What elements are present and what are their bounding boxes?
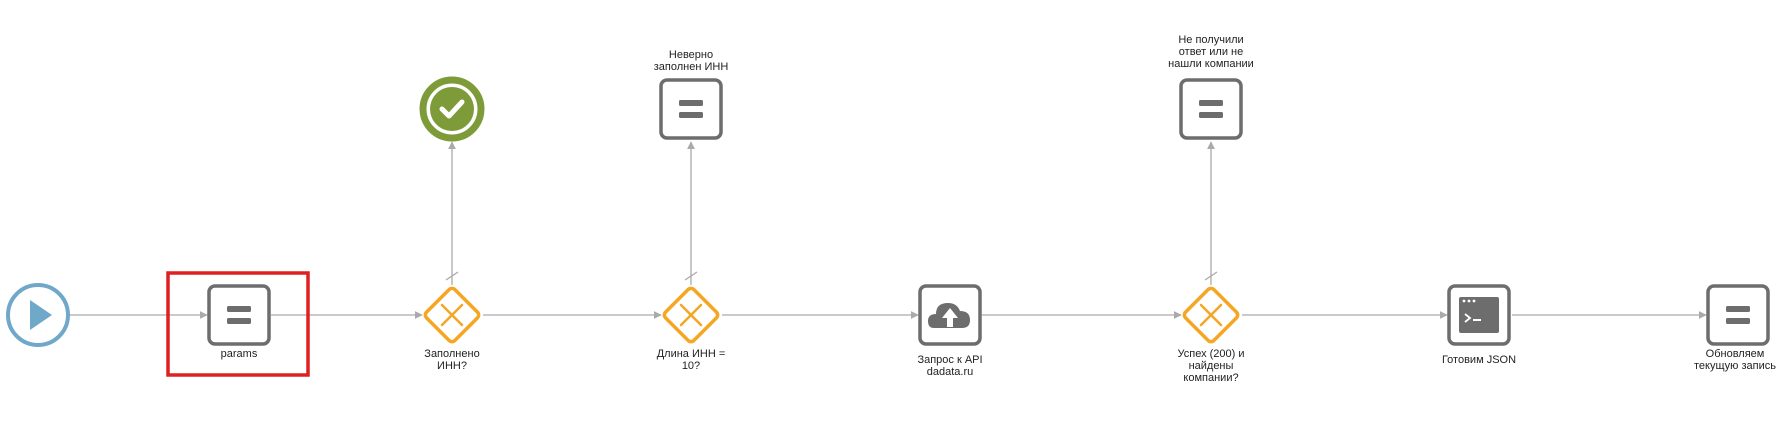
label-line: Длина ИНН =: [656, 348, 726, 360]
label-line: Успех (200) и: [1177, 348, 1245, 360]
label-line: ответ или не: [1178, 46, 1244, 58]
task-error-inn[interactable]: [659, 78, 723, 140]
label-gw-inn-filled: Заполнено ИНН?: [392, 348, 512, 372]
label-line: params: [220, 348, 258, 360]
start-event[interactable]: [6, 283, 70, 347]
gateway-x-icon: [679, 303, 703, 327]
connectors: [70, 141, 1707, 319]
gateway-success-found[interactable]: [1182, 286, 1240, 344]
label-line: нашли компании: [1168, 58, 1254, 70]
check-icon: [439, 99, 465, 119]
label-update-record: Обновляем текущую запись: [1678, 348, 1792, 372]
default-flow-mark: [684, 271, 698, 281]
label-line: Готовим JSON: [1441, 354, 1517, 366]
task-update-record[interactable]: [1706, 284, 1770, 346]
gateway-x-icon: [1199, 303, 1223, 327]
gateway-inn-filled[interactable]: [423, 286, 481, 344]
label-line: 10?: [681, 360, 701, 372]
equals-icon: [1199, 100, 1223, 118]
equals-icon: [679, 100, 703, 118]
label-error-inn: Неверно заполнен ИНН: [631, 49, 751, 73]
terminal-icon: [1459, 297, 1499, 333]
default-flow-mark: [445, 271, 459, 281]
label-line: ИНН?: [437, 360, 467, 372]
default-flow-mark: [1204, 271, 1218, 281]
task-error-no-company[interactable]: [1179, 78, 1243, 140]
label-line: Обновляем: [1705, 348, 1765, 360]
gateway-x-icon: [440, 303, 464, 327]
label-line: Неверно: [668, 49, 714, 61]
label-line: заполнен ИНН: [653, 61, 729, 73]
label-line: Запрос к API: [917, 354, 983, 366]
label-params: params: [189, 348, 289, 360]
label-line: найдены: [1188, 360, 1234, 372]
task-api-request[interactable]: [918, 284, 982, 346]
label-line: Заполнено: [424, 348, 480, 360]
cloud-upload-icon: [928, 303, 970, 328]
label-line: текущую запись: [1694, 360, 1776, 372]
selection-frame: [166, 271, 310, 377]
label-gw-success: Успех (200) и найдены компании?: [1146, 348, 1276, 384]
equals-icon: [1726, 306, 1750, 324]
label-line: dadata.ru: [926, 366, 974, 378]
play-icon: [30, 300, 52, 330]
label-gw-inn-length: Длина ИНН = 10?: [631, 348, 751, 372]
label-prepare-json: Готовим JSON: [1419, 354, 1539, 366]
label-api-request: Запрос к API dadata.ru: [890, 354, 1010, 378]
task-params[interactable]: [207, 284, 271, 346]
equals-icon: [227, 306, 251, 324]
label-error-no-company: Не получили ответ или не нашли компании: [1146, 34, 1276, 70]
gateway-inn-length[interactable]: [662, 286, 720, 344]
task-prepare-json[interactable]: [1447, 284, 1511, 346]
end-event-success[interactable]: [419, 76, 485, 142]
label-line: компании?: [1183, 372, 1239, 384]
label-line: Не получили: [1178, 34, 1244, 46]
